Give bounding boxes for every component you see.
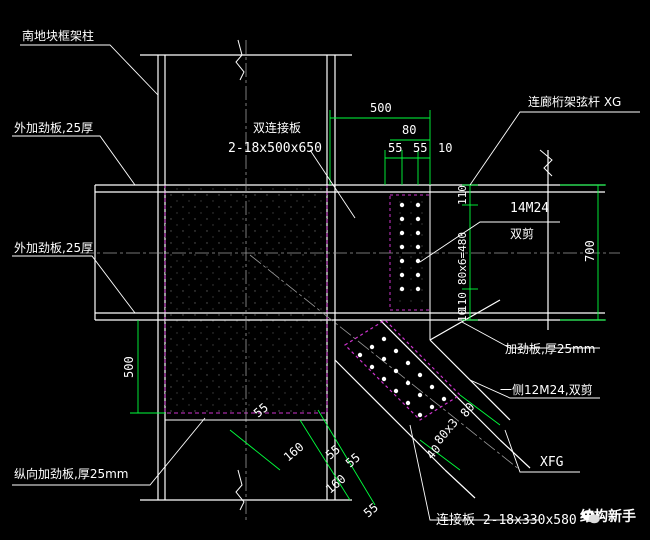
dim-110-bot: 110 (456, 292, 469, 312)
label-double-shear: 双剪 (510, 226, 534, 241)
bolt-group-chord (399, 202, 421, 292)
dim-160-a: 160 (281, 440, 307, 465)
dim-10-top: 10 (438, 141, 452, 155)
dim-80x3: 80x3 (432, 416, 461, 447)
label-xfg: XFG (540, 455, 564, 470)
label-connection-plate: 连接板 2-18x330x580 (436, 512, 577, 528)
label-column: 南地块框架柱 (22, 28, 94, 43)
label-bolt-group: 14M24 (510, 201, 549, 216)
break-marks (235, 39, 245, 511)
dim-110-top: 110 (456, 185, 469, 205)
dim-480: 80x6=480 (456, 232, 469, 285)
dim-500-left: 500 (122, 356, 136, 378)
diagonal-member (334, 299, 531, 499)
bolt-group-diagonal (357, 336, 447, 418)
label-outer-stiffener-mid: 外加劲板,25厚 (14, 241, 93, 255)
wechat-icon (581, 510, 600, 524)
dim-80: 80 (402, 123, 416, 137)
dim-700: 700 (583, 240, 597, 262)
chord-outline (94, 150, 605, 330)
label-double-plate-title: 双连接板 (253, 120, 301, 135)
center-lines (80, 40, 620, 520)
dimension-lines (130, 110, 606, 506)
label-longitudinal-stiffener: 纵向加劲板,厚25mm (14, 466, 128, 481)
label-one-side-bolts: 一侧12M24,双剪 (500, 382, 593, 397)
dim-55-a: 55 (388, 141, 402, 155)
dim-500-top: 500 (370, 101, 392, 115)
label-chord: 连廊桁架弦杆 XG (528, 94, 621, 109)
watermark: 结构新手 (580, 506, 636, 526)
dim-80-diag: 80 (458, 400, 478, 420)
label-outer-stiffener-top: 外加劲板,25厚 (14, 121, 93, 135)
label-double-plate-spec: 2-18x500x650 (228, 141, 322, 156)
leader-lines (12, 44, 640, 521)
chord-break (539, 149, 553, 177)
dim-55-diag-4: 55 (361, 500, 381, 520)
dim-55-diag-2: 55 (323, 442, 343, 462)
label-stiffener-plate: 加劲板,厚25mm (505, 342, 595, 356)
dim-55-b: 55 (413, 141, 427, 155)
splice-plate (389, 194, 431, 311)
dim-55-diag-3: 55 (343, 450, 363, 470)
dim-10-bot: 10 (456, 309, 469, 322)
